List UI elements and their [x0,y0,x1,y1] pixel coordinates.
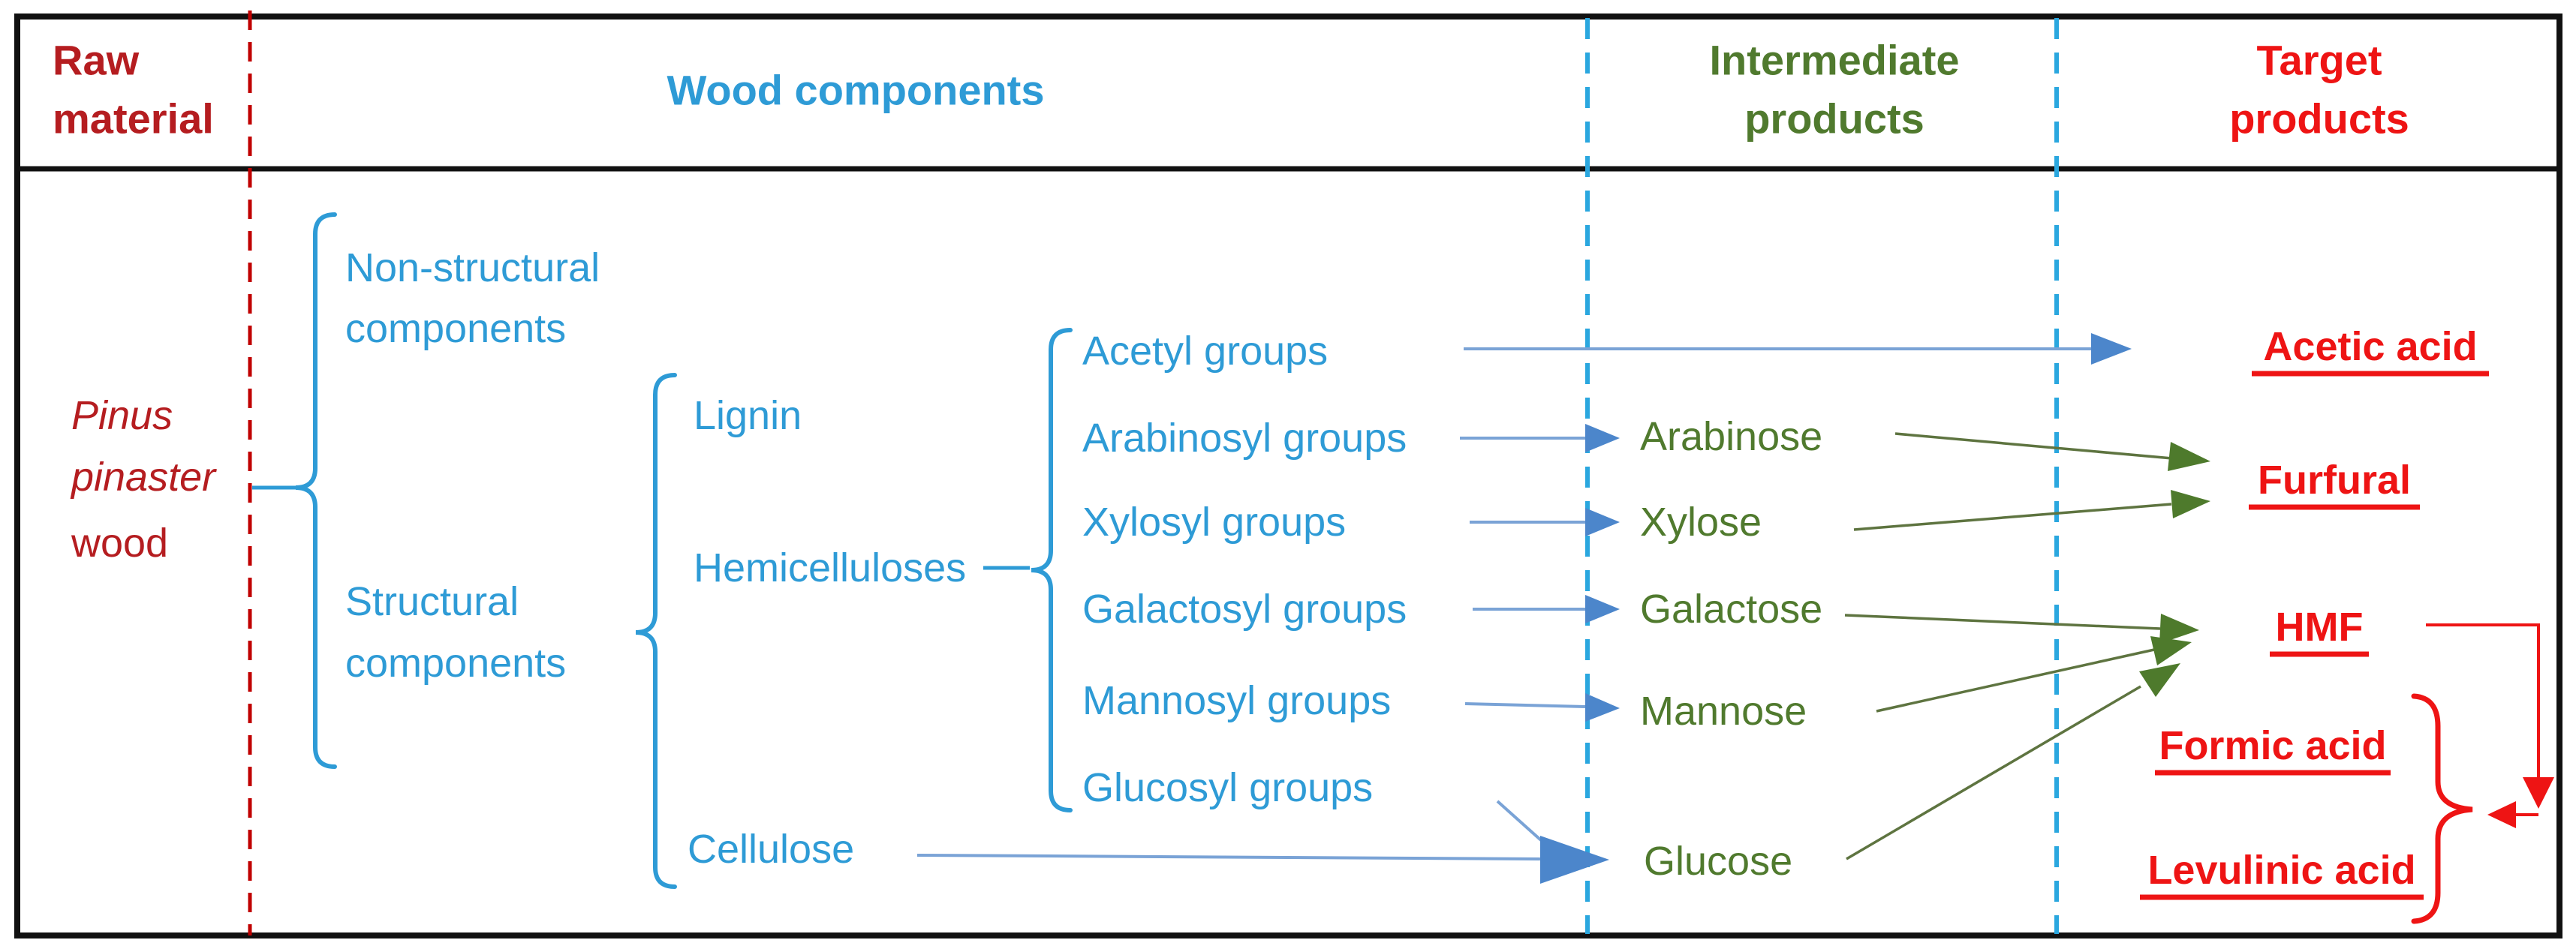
structural-label-line1: Structural [345,579,519,624]
header-raw-material-line1: Raw [53,37,140,84]
arrowhead-arabinose [1585,424,1620,452]
cellulose-label: Cellulose [688,827,854,872]
raw-material-species-line1: Pinus [71,393,173,438]
arrow-arabinosyl-to-arabinose [1460,424,1620,452]
header-raw-material-line2: material [53,95,214,143]
arrowhead-galactose [1585,595,1620,623]
group-label-glucosyl: Glucosyl groups [1082,765,1373,810]
arrowhead-mannose [1585,693,1620,722]
group-label-mannosyl-row4: Galactosyl groups [1082,587,1407,632]
arrowhead-furfural-upper [2168,442,2210,471]
arrowhead-hmf-3 [2139,663,2180,697]
target-label-acetic-acid: Acetic acid [2263,324,2477,369]
arrow-mannosyl-to-mannose [1464,693,1620,722]
arrow-glucosyl-to-glucose [1496,800,1549,848]
arrowhead-xylose [1585,508,1620,536]
non-structural-label-line2: components [345,306,566,351]
target-label-hmf: HMF [2276,605,2364,650]
arrow-mannose-to-hmf [1876,636,2192,713]
arrow-galactosyl-to-galactose [1473,595,1620,623]
group-label-xylosyl: Xylosyl groups [1082,500,1346,545]
raw-material-species-line2: pinaster [70,455,217,500]
header-intermediate-products-line1: Intermediate [1710,37,1960,84]
non-structural-label-line1: Non-structural [345,245,600,290]
arrow-arabinose-to-furfural [1894,432,2210,471]
arrow-cellulose-to-glucose [916,836,1609,884]
intermediate-label-arabinose: Arabinose [1640,414,1822,459]
target-label-levulinic-acid: Levulinic acid [2147,848,2415,893]
arrowhead-furfural-lower [2171,490,2210,518]
lignin-label: Lignin [694,393,802,438]
group-label-mannosyl: Mannosyl groups [1082,678,1391,723]
header-target-products-line1: Target [2257,37,2382,84]
hemicelluloses-groups-brace [1031,328,1073,812]
intermediate-label-mannose: Mannose [1640,689,1807,734]
arrowhead-acetic [2091,333,2132,365]
arrowhead-left-red [2487,801,2516,828]
target-label-formic-acid: Formic acid [2159,723,2386,768]
arrowhead-down-red [2523,777,2554,809]
outer-border [14,14,2562,938]
wood-components-brace [295,212,337,769]
group-label-acetyl: Acetyl groups [1082,329,1328,374]
header-target-products-line2: products [2229,95,2409,143]
arrowhead-hmf-2 [2150,636,2192,665]
intermediate-label-glucose: Glucose [1644,839,1792,884]
header-wood-components: Wood components [667,67,1045,114]
intermediate-label-xylose: Xylose [1640,500,1762,545]
raw-material-species-line3: wood [71,521,168,566]
arrowhead-glucose-big [1540,836,1609,884]
acids-brace [2411,693,2473,924]
group-label-arabinosyl: Arabinosyl groups [1082,416,1407,461]
hmf-connector-line [2426,623,2540,777]
structural-components-brace [635,373,677,889]
intermediate-label-galactose: Galactose [1640,587,1822,632]
arrowhead-hmf-1 [2159,614,2199,644]
hemicelluloses-label: Hemicelluloses [694,545,966,590]
arrow-hmf-to-acids [2426,623,2554,828]
arrow-acetyl-to-acetic-acid [1464,333,2132,365]
arrow-xylose-to-furfural [1853,490,2210,531]
header-intermediate-products-line2: products [1744,95,1924,143]
target-label-furfural: Furfural [2258,458,2411,503]
arrow-galactose-to-hmf [1844,614,2199,644]
structural-label-line2: components [345,641,566,686]
arrow-glucose-to-hmf [1846,663,2180,860]
arrow-xylosyl-to-xylose [1470,508,1620,536]
